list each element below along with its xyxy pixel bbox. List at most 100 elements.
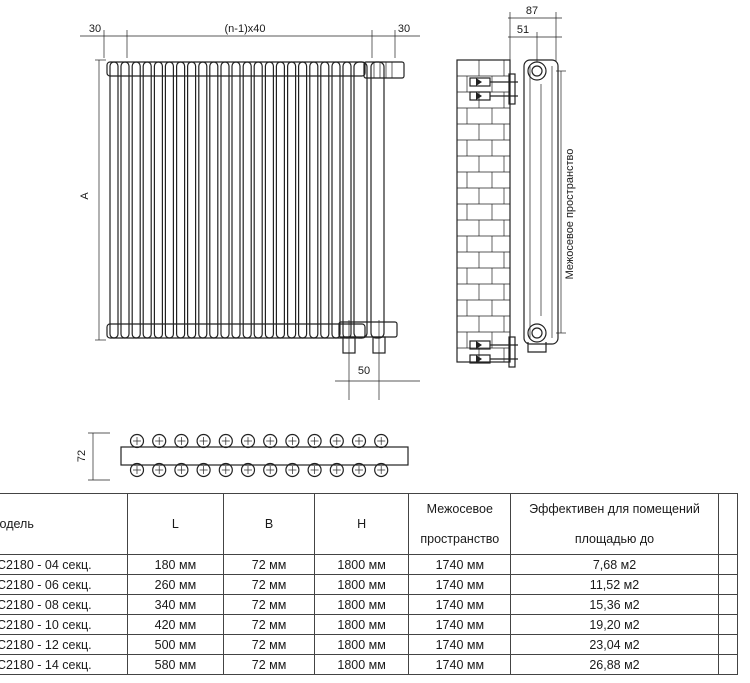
top-view: 72 [76, 432, 409, 481]
top-view-body [120, 446, 409, 466]
tube-end [174, 462, 189, 478]
wall-bracket-bottom [469, 336, 518, 368]
table-cell: 1800 мм [313, 594, 410, 615]
table-cell: 2С2180 - 10 секц. [0, 614, 128, 635]
radiator-section [242, 61, 263, 339]
table-cell: 1800 мм [313, 554, 410, 575]
table-cell [717, 554, 739, 575]
tube-end [329, 462, 344, 478]
top-collector [106, 61, 366, 77]
brick-wall [456, 59, 511, 363]
table-cell: 580 мм [126, 654, 225, 675]
table-cell: 23,04 м2 [510, 634, 719, 655]
tube-end [240, 462, 256, 478]
tube-end [152, 433, 167, 449]
table-cell: 19,20 м2 [510, 614, 719, 635]
table-cell: 2С2180 - 04 секц. [0, 554, 128, 575]
radiator-section [287, 61, 308, 339]
table-cell: 260 мм [126, 574, 225, 595]
tube-end [374, 433, 389, 449]
table-cell: 1740 мм [408, 574, 512, 595]
table-cell: 2С2180 - 06 секц. [0, 574, 128, 595]
tube-end [196, 433, 211, 449]
table-header-cell [717, 493, 739, 555]
table-header-cell: Модель [0, 493, 128, 555]
tube-end [285, 433, 300, 449]
tube-end [263, 462, 278, 478]
radiator-side-body [523, 59, 559, 345]
dim-connection-distance: 50 [358, 365, 370, 377]
table-cell [717, 574, 739, 595]
table-cell: 1740 мм [408, 614, 512, 635]
table-header-cell: H [313, 493, 410, 555]
dim-height-a: A [79, 192, 91, 200]
tube-end [240, 433, 256, 449]
table-cell: 26,88 м2 [510, 654, 719, 675]
side-view: 87 51 [456, 5, 576, 368]
table-cell: 1740 мм [408, 554, 512, 575]
table-cell: 72 мм [223, 654, 315, 675]
table-cell [717, 614, 739, 635]
table-cell: 11,52 м2 [510, 574, 719, 595]
tube-end [174, 433, 189, 449]
bottom-collector [106, 323, 366, 339]
axis-distance-label: Межосевое пространство [564, 149, 576, 280]
front-view: 30 (n-1)x40 30 A 50 [79, 23, 420, 400]
dim-depth: 87 [526, 5, 538, 17]
table-cell: 2С2180 - 08 секц. [0, 594, 128, 615]
table-cell: 72 мм [223, 594, 315, 615]
table-cell: 72 мм [223, 614, 315, 635]
radiator-section [153, 61, 174, 339]
dim-right-offset: 30 [398, 23, 410, 35]
table-cell: 72 мм [223, 634, 315, 655]
table-header-cell: B [223, 493, 315, 555]
tube-end [129, 433, 145, 449]
dim-width: 72 [76, 450, 88, 462]
radiator-drawing: 30 (n-1)x40 30 A 50 [76, 5, 576, 481]
dim-section-pitch: (n-1)x40 [225, 23, 266, 35]
table-cell: 420 мм [126, 614, 225, 635]
tube-end [263, 433, 278, 449]
table-cell: 1800 мм [313, 654, 410, 675]
top-valve [363, 61, 405, 79]
table-cell [717, 654, 739, 675]
table-cell: 72 мм [223, 574, 315, 595]
table-cell: 1740 мм [408, 634, 512, 655]
tube-end [307, 462, 322, 478]
radiator-section [131, 61, 152, 339]
table-header-cell: L [126, 493, 225, 555]
tube-end [329, 433, 344, 449]
radiator-section [331, 61, 352, 339]
table-cell: 15,36 м2 [510, 594, 719, 615]
bottom-connection [338, 321, 398, 338]
specifications-table: МодельLBHМежосевоепространствоЭффективен… [0, 493, 739, 675]
table-cell: 1800 мм [313, 614, 410, 635]
table-header-row: МодельLBHМежосевоепространствоЭффективен… [0, 493, 739, 555]
tube-end [218, 462, 233, 478]
side-top-collector [527, 61, 547, 81]
table-cell: 1800 мм [313, 634, 410, 655]
table-cell: 340 мм [126, 594, 225, 615]
radiator-section [264, 61, 285, 339]
table-cell [717, 594, 739, 615]
table-cell: 72 мм [223, 554, 315, 575]
tube-end [351, 462, 367, 478]
table-cell: 1740 мм [408, 594, 512, 615]
tube-end [307, 433, 322, 449]
dim-left-offset: 30 [89, 23, 101, 35]
tube-end [285, 462, 300, 478]
radiator-section [198, 61, 219, 339]
dim-axis-offset: 51 [517, 24, 529, 36]
tube-end [196, 462, 211, 478]
table-cell: 2С2180 - 14 секц. [0, 654, 128, 675]
wall-bracket-top [469, 73, 518, 105]
table-cell: 1740 мм [408, 654, 512, 675]
table-cell [717, 634, 739, 655]
table-cell: 2С2180 - 12 секц. [0, 634, 128, 655]
tube-end [129, 462, 145, 478]
table-cell: 500 мм [126, 634, 225, 655]
